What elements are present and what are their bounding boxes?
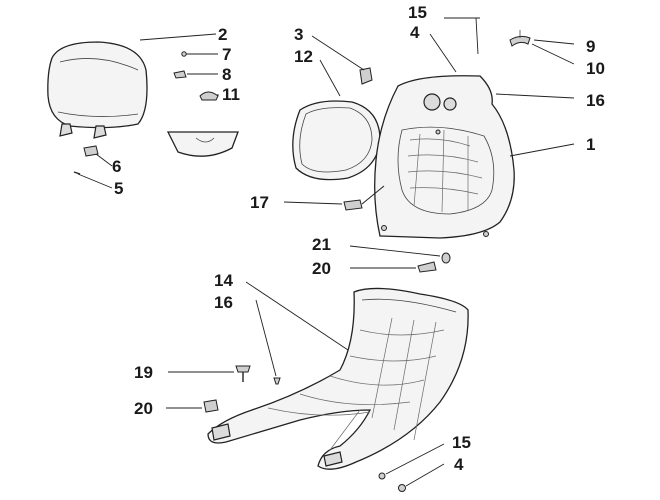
part-4-lower xyxy=(398,484,406,492)
leader-lines xyxy=(77,17,575,487)
part-17-screw xyxy=(343,185,385,211)
callout-12: 12 xyxy=(294,47,313,66)
part-14-footboard xyxy=(207,287,469,470)
part-9-hook xyxy=(509,30,531,47)
part-1-leg-shield xyxy=(374,75,515,239)
part-6-bracket xyxy=(83,145,99,157)
callout-15-lower: 15 xyxy=(452,433,471,452)
callout-15-top: 15 xyxy=(408,3,427,22)
callout-3: 3 xyxy=(294,25,303,44)
callout-2: 2 xyxy=(218,25,227,44)
part-20-nut-lower xyxy=(203,399,219,413)
callout-9: 9 xyxy=(586,37,595,56)
part-15-lower xyxy=(378,472,386,480)
callout-14: 14 xyxy=(214,271,233,290)
callout-21: 21 xyxy=(312,235,331,254)
part-21-washer xyxy=(441,252,451,264)
part-5-pin xyxy=(73,171,81,175)
callout-16-lower: 16 xyxy=(214,293,233,312)
callout-10: 10 xyxy=(586,59,605,78)
part-7-screw xyxy=(181,51,187,57)
callout-6: 6 xyxy=(112,157,121,176)
part-11-clip xyxy=(199,91,219,101)
callout-19: 19 xyxy=(134,363,153,382)
callout-16-top: 16 xyxy=(586,91,605,110)
part-8-clip xyxy=(173,70,187,79)
part-16-lower-clip xyxy=(273,377,281,385)
callout-11: 11 xyxy=(222,85,240,104)
part-20-bolt-upper xyxy=(417,261,437,273)
part-19-screw xyxy=(235,365,251,382)
small-cover xyxy=(166,131,239,157)
callout-20-lower: 20 xyxy=(134,399,153,418)
callout-1: 1 xyxy=(586,135,595,154)
part-3-clip xyxy=(359,67,373,85)
part-12-rounded-panel xyxy=(292,100,381,181)
callout-7: 7 xyxy=(222,45,231,64)
callout-5: 5 xyxy=(114,179,123,198)
callout-4-lower: 4 xyxy=(454,455,464,474)
callout-labels: 2 7 8 11 6 5 3 12 15 4 9 10 16 1 17 21 2… xyxy=(112,3,605,474)
callout-8: 8 xyxy=(222,65,231,84)
part-2-pad xyxy=(47,41,148,139)
callout-17: 17 xyxy=(250,193,269,212)
callout-20-upper: 20 xyxy=(312,259,331,278)
callout-4-top: 4 xyxy=(410,23,420,42)
